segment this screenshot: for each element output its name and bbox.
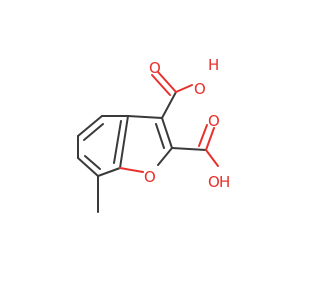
atom-cooh3-hydroxyl-h: H [208,56,219,74]
bond-c4-c5-inner [83,123,104,141]
atom-cooh2-hydroxyl-o: O [208,173,220,191]
atom-cooh3-hydroxyl-o: O [194,80,206,98]
bond-c3a-c3 [127,115,163,119]
bond-c3-c2-inner [155,123,165,149]
bond-cooh3-carbonyl-b [151,74,171,96]
bond-c7a-c3a-inner [113,120,122,164]
bond-cooh3-carbonyl-a [157,71,177,93]
bond-c6-c7-inner [84,155,101,170]
bond-c2-cooh [171,147,207,151]
furan-ring [119,115,173,173]
molecule-structure: O O H O O H O [77,56,230,213]
bond-cooh2-carbonyl-b [198,124,208,147]
atom-cooh3-carbonyl-o: O [149,59,161,77]
bond-cooh2-carbonyl-a [205,127,215,151]
atom-cooh2-carbonyl-o: O [208,112,220,130]
bond-c2-o1 [157,147,173,166]
carboxyl-group-c2 [171,124,219,167]
atom-furan-o: O [144,168,156,186]
bond-c7-c7a [97,167,121,177]
bond-c7a-c3a [119,115,129,169]
bond-cooh3-hydroxyl [175,84,193,93]
bond-c3-cooh [161,91,177,119]
bond-cooh2-hydroxyl [205,149,219,167]
benzene-ring [77,115,129,177]
bond-c3-c2 [161,117,173,149]
bond-c4-c5 [77,115,103,137]
carboxyl-group-c3 [151,71,193,119]
bond-c6-c7 [77,157,99,177]
atom-cooh2-hydroxyl-h: H [219,173,230,191]
bond-o1-c7a [119,167,144,173]
